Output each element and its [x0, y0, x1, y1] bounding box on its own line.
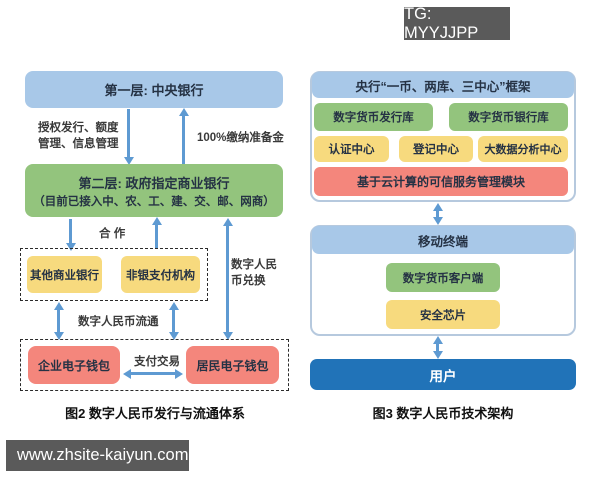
tg-badge: TG: MYYJJPP	[404, 5, 510, 42]
fig2-payment-label: 支付交易	[134, 356, 180, 368]
fig3-bank-vault-box: 数字货币银行库	[449, 103, 568, 131]
arrowhead	[178, 108, 189, 116]
arrowhead	[168, 302, 179, 310]
fig2-authorize-line1: 授权发行、额度	[38, 122, 119, 134]
arrowhead	[432, 203, 443, 211]
fig2-enterprise-wallet-box: 企业电子钱包	[28, 346, 120, 384]
fig2-wallets-group	[20, 339, 289, 391]
arrowhead	[432, 351, 443, 359]
fig3-mobile-header: 移动终端	[312, 226, 574, 254]
fig3-security-chip-box: 安全芯片	[386, 300, 500, 329]
arrowhead	[151, 217, 162, 225]
arrowhead	[432, 336, 443, 344]
fig2-nonbank-payment-box: 非银支付机构	[121, 256, 200, 293]
arrowhead	[123, 157, 134, 165]
arrowhead	[53, 332, 64, 340]
fig3-currency-client-box: 数字货币客户端	[386, 263, 500, 292]
arrowhead	[65, 243, 76, 251]
fig3-caption: 图3 数字人民币技术架构	[372, 406, 514, 421]
fig3-cloud-module-box: 基于云计算的可信服务管理模块	[314, 167, 568, 196]
fig3-auth-center-box: 认证中心	[314, 136, 389, 162]
arrow-commercial-to-central	[178, 108, 189, 164]
fig2-central-bank-box: 第一层: 中央银行	[25, 71, 283, 108]
site-watermark: www.zhsite-kaiyun.com	[6, 440, 189, 471]
fig3-user-box: 用户	[310, 359, 576, 390]
fig2-commercial-bank-box: 第二层: 政府指定商业银行 （目前已接入中、农、工、建、交、邮、网商）	[25, 164, 283, 217]
arrow-mobile-user-double	[432, 336, 443, 359]
arrowhead	[168, 332, 179, 340]
arrowhead	[175, 368, 183, 379]
arrowhead	[123, 368, 131, 379]
fig2-caption: 图2 数字人民币发行与流通体系	[65, 406, 245, 421]
arrow-institutions-to-commercial	[151, 217, 162, 249]
fig3-issue-vault-box: 数字货币发行库	[314, 103, 433, 131]
fig2-circulation-label: 数字人民币流通	[78, 316, 159, 328]
fig2-other-banks-box: 其他商业银行	[27, 256, 102, 293]
fig3-registration-center-box: 登记中心	[399, 136, 473, 162]
fig2-reserve-label: 100%缴纳准备金	[197, 132, 284, 144]
fig2-authorize-line2: 管理、信息管理	[38, 137, 119, 150]
fig2-commercial-bank-line1: 第二层: 政府指定商业银行	[78, 175, 230, 191]
arrow-circulation-right	[168, 302, 179, 340]
arrow-circulation-left	[53, 302, 64, 340]
arrow-payment-double	[123, 368, 183, 379]
arrow-framework-mobile-double	[432, 203, 443, 225]
fig2-authorize-label: 授权发行、额度 管理、信息管理	[38, 121, 119, 152]
fig2-commercial-bank-line2: （目前已接入中、农、工、建、交、邮、网商）	[33, 195, 275, 208]
arrowhead	[222, 332, 233, 340]
fig2-institutions-group	[20, 248, 208, 301]
fig2-exchange-line2: 币兑换	[231, 274, 266, 287]
fig3-framework-header: 央行“一币、两库、三中心”框架	[312, 72, 574, 98]
arrowhead	[432, 217, 443, 225]
arrow-commercial-to-institutions	[65, 219, 76, 251]
fig2-cooperation-label: 合 作	[99, 228, 126, 240]
fig2-exchange-label: 数字人民 币兑换	[231, 258, 277, 289]
fig3-bigdata-center-box: 大数据分析中心	[478, 136, 568, 162]
fig2-resident-wallet-box: 居民电子钱包	[186, 346, 279, 384]
arrowhead	[53, 302, 64, 310]
arrow-central-to-commercial	[123, 109, 134, 165]
arrowhead	[222, 218, 233, 226]
arrow-exchange-double	[222, 218, 233, 340]
fig2-exchange-line1: 数字人民	[231, 259, 277, 271]
